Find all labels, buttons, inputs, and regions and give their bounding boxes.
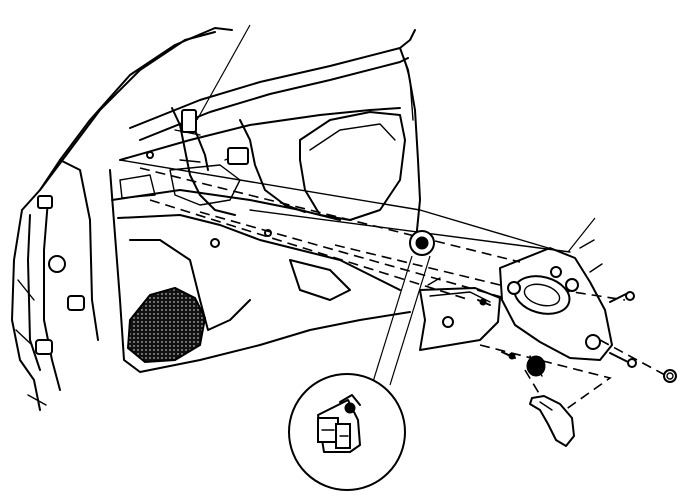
bolt-1	[609, 291, 635, 303]
mirror-gasket	[526, 355, 575, 447]
mirror-mounting-patch	[371, 230, 435, 386]
bolt-3	[477, 299, 491, 306]
wiring-harness	[171, 24, 306, 216]
bolt-4	[501, 351, 516, 360]
door-frame	[11, 27, 421, 411]
mounting-bolts	[477, 291, 637, 368]
connector-detail-inset	[288, 373, 406, 491]
bolt-2	[609, 352, 637, 368]
mirror-base-bracket	[499, 217, 613, 361]
speaker-grille	[126, 286, 207, 364]
mirror-trim-cover	[419, 277, 501, 351]
mounting-nut	[663, 369, 677, 383]
assembly-guide-lines	[119, 159, 666, 411]
